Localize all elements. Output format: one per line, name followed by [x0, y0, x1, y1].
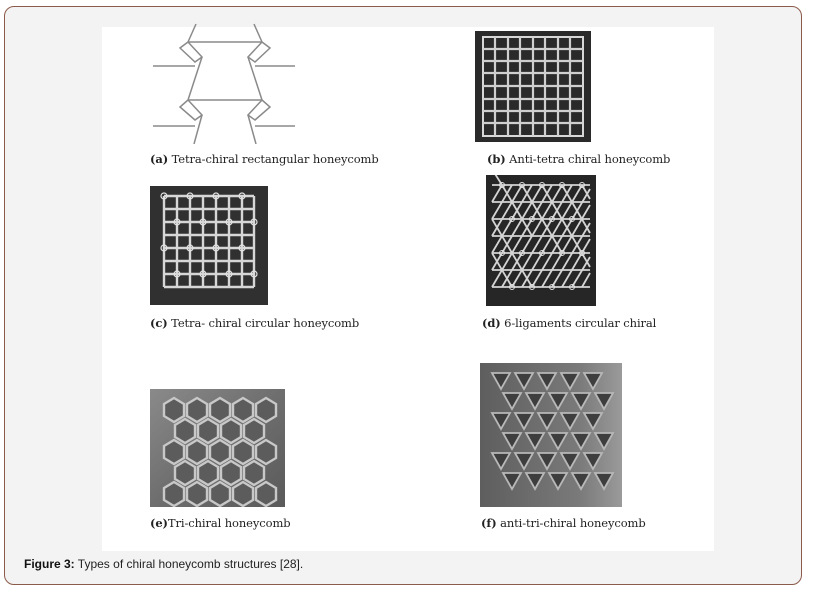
panel-c-caption: (c) Tetra- chiral circular honeycomb	[150, 316, 359, 330]
panel-e-photo	[150, 389, 285, 507]
panel-d-title: 6-ligaments circular chiral	[500, 316, 657, 330]
figure-caption-text: Types of chiral honeycomb structures [28…	[74, 557, 304, 571]
panel-a-title: Tetra-chiral rectangular honeycomb	[168, 152, 379, 166]
panel-a-caption: (a) Tetra-chiral rectangular honeycomb	[150, 152, 379, 166]
panel-b-caption: (b) Anti-tetra chiral honeycomb	[487, 152, 670, 166]
panel-e-tag: (e)	[150, 516, 168, 530]
panel-d-tag: (d)	[482, 316, 501, 330]
panel-c-title: Tetra- chiral circular honeycomb	[167, 316, 360, 330]
panel-a-tag: (a)	[150, 152, 169, 166]
panel-a-diagram	[153, 23, 295, 144]
panel-d-photo	[486, 175, 596, 306]
panel-f-tag: (f)	[481, 516, 497, 530]
panel-f-caption: (f) anti-tri-chiral honeycomb	[481, 516, 646, 530]
panel-e-title: Tri-chiral honeycomb	[167, 516, 291, 530]
panel-f-photo	[480, 363, 622, 507]
panel-e-caption: (e)Tri-chiral honeycomb	[150, 516, 291, 530]
panel-b-tag: (b)	[487, 152, 506, 166]
figure-frame	[4, 6, 802, 585]
figure-caption: Figure 3: Types of chiral honeycomb stru…	[24, 557, 303, 571]
panel-f-title: anti-tri-chiral honeycomb	[496, 516, 646, 530]
panel-b-photo	[475, 31, 591, 142]
panel-d-caption: (d) 6-ligaments circular chiral	[482, 316, 656, 330]
figure-label: Figure 3:	[24, 557, 75, 571]
panel-b-title: Anti-tetra chiral honeycomb	[505, 152, 671, 166]
panel-c-photo	[150, 186, 268, 305]
panel-c-tag: (c)	[150, 316, 168, 330]
